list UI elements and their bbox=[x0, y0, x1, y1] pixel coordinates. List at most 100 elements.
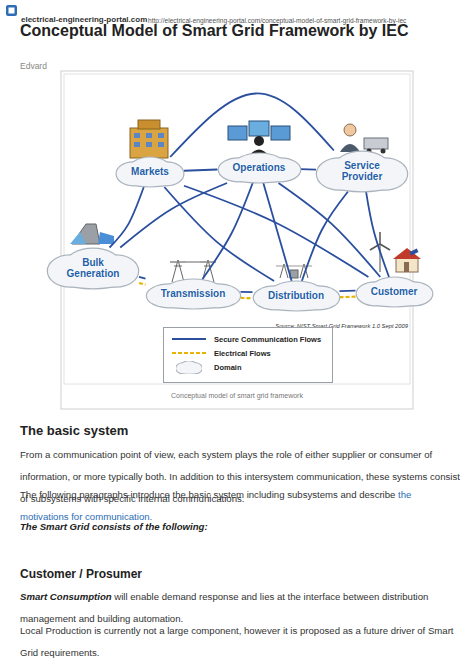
electrical-flow bbox=[340, 295, 356, 298]
markets-building bbox=[130, 120, 168, 158]
communication-flow bbox=[110, 187, 144, 248]
communication-flow bbox=[340, 290, 356, 292]
domain-cloud: Bulk Generation bbox=[47, 248, 139, 289]
illustration-part bbox=[146, 142, 152, 147]
term: Smart Consumption bbox=[20, 591, 112, 602]
legend-sample bbox=[172, 360, 206, 374]
illustration-part bbox=[271, 126, 290, 140]
cloud-fill bbox=[149, 288, 236, 308]
communication-flow bbox=[184, 186, 368, 277]
paragraph: The following paragraphs introduce the b… bbox=[20, 489, 395, 500]
figure-caption: Conceptual model of smart grid framework bbox=[64, 392, 410, 399]
cloud-fill bbox=[256, 290, 336, 310]
illustration-part bbox=[370, 232, 390, 250]
domain-cloud: Distribution bbox=[253, 281, 340, 311]
electrical-flow bbox=[139, 283, 146, 285]
illustration-part bbox=[130, 128, 168, 158]
illustration-part bbox=[158, 133, 164, 138]
service-provider-icon bbox=[340, 124, 388, 154]
text-block: Customer / Prosumer bbox=[20, 562, 460, 584]
section-heading: The basic system bbox=[20, 423, 128, 438]
communication-flow bbox=[263, 183, 291, 281]
legend-sample bbox=[172, 332, 206, 346]
illustration-part bbox=[170, 262, 216, 263]
illustration-part bbox=[364, 138, 388, 149]
domain-cloud: Transmission bbox=[146, 279, 241, 309]
site-name: electrical-engineering-portal.com bbox=[21, 15, 147, 24]
cloud-fill bbox=[119, 166, 182, 186]
site-icon bbox=[6, 5, 17, 16]
communication-flow bbox=[241, 291, 253, 293]
communication-flow bbox=[302, 192, 348, 282]
illustration-part bbox=[98, 232, 114, 244]
figure-frame bbox=[61, 71, 413, 409]
domain-name: Service Provider bbox=[331, 160, 393, 183]
communication-flow bbox=[139, 277, 146, 279]
legend-text: Domain bbox=[214, 363, 242, 372]
illustration-part bbox=[228, 126, 247, 140]
illustration-part bbox=[410, 248, 419, 255]
cloud-outline bbox=[177, 365, 201, 374]
illustration-part bbox=[146, 133, 152, 138]
text-block: The Smart Grid consists of the following… bbox=[20, 514, 460, 536]
domain-name: Customer bbox=[371, 286, 418, 298]
cloud-fill bbox=[221, 162, 297, 182]
domain-cloud: Markets bbox=[116, 157, 184, 187]
cloud-outline bbox=[256, 290, 336, 310]
list-intro: The Smart Grid consists of the following… bbox=[20, 521, 208, 532]
domain-cloud: Service Provider bbox=[316, 151, 408, 192]
legend-box: Secure Communication FlowsElectrical Flo… bbox=[163, 327, 333, 383]
legend-row: Electrical Flows bbox=[172, 346, 324, 360]
illustration-part bbox=[176, 361, 201, 373]
illustration-part bbox=[381, 149, 386, 154]
domain-cloud: Customer bbox=[356, 277, 433, 307]
page-title: Conceptual Model of Smart Grid Framework… bbox=[20, 22, 465, 40]
domain-cloud: Operations bbox=[218, 153, 301, 183]
customer-icon bbox=[370, 232, 421, 272]
legend-row: Secure Communication Flows bbox=[172, 332, 324, 346]
illustration-part bbox=[393, 248, 421, 259]
communication-flow bbox=[278, 183, 380, 277]
cloud-fill bbox=[359, 286, 430, 306]
domain-name: Bulk Generation bbox=[62, 257, 124, 280]
illustration-part bbox=[170, 260, 186, 282]
page-url: http://electrical-engineering-portal.com… bbox=[148, 17, 406, 24]
cloud-outline bbox=[359, 286, 430, 306]
communication-flow bbox=[184, 170, 218, 171]
communication-flow bbox=[203, 183, 253, 279]
illustration-part bbox=[344, 124, 356, 136]
illustration-part bbox=[134, 133, 140, 138]
subheading: Customer / Prosumer bbox=[20, 567, 142, 581]
communication-flow bbox=[301, 168, 317, 170]
text-block: Edvard bbox=[20, 53, 120, 75]
text-block: Local Production is currently not a larg… bbox=[20, 618, 460, 662]
communication-flow bbox=[366, 192, 389, 278]
text-block: http://electrical-engineering-portal.com… bbox=[148, 7, 472, 29]
legend-line bbox=[172, 338, 206, 340]
domain-name: Transmission bbox=[161, 288, 225, 300]
domain-name: Distribution bbox=[268, 290, 324, 302]
legend-text: Electrical Flows bbox=[214, 349, 271, 358]
illustration-part bbox=[158, 142, 164, 147]
legend-row: Domain bbox=[172, 360, 324, 374]
illustration-part bbox=[404, 262, 409, 272]
communication-flow bbox=[164, 187, 274, 281]
communication-flow bbox=[170, 93, 334, 157]
text-block: The basic system bbox=[20, 419, 450, 441]
paragraph: Local Production is currently not a larg… bbox=[20, 625, 454, 658]
text-block: Smart Consumptionwill enable demand resp… bbox=[20, 584, 460, 628]
site-icon bbox=[9, 8, 15, 14]
illustration-part bbox=[249, 121, 269, 136]
text-block: electrical-engineering-portal.com bbox=[21, 6, 146, 28]
operations-screens bbox=[228, 121, 290, 156]
illustration-part bbox=[254, 136, 264, 146]
illustration-part bbox=[138, 120, 160, 129]
legend-text: Secure Communication Flows bbox=[214, 335, 321, 344]
illustration-part bbox=[396, 258, 418, 272]
figure-panel bbox=[64, 74, 410, 384]
cloud-outline bbox=[119, 166, 182, 186]
cloud-fill bbox=[177, 365, 201, 374]
author: Edvard bbox=[20, 61, 47, 71]
illustration-part bbox=[134, 142, 140, 147]
